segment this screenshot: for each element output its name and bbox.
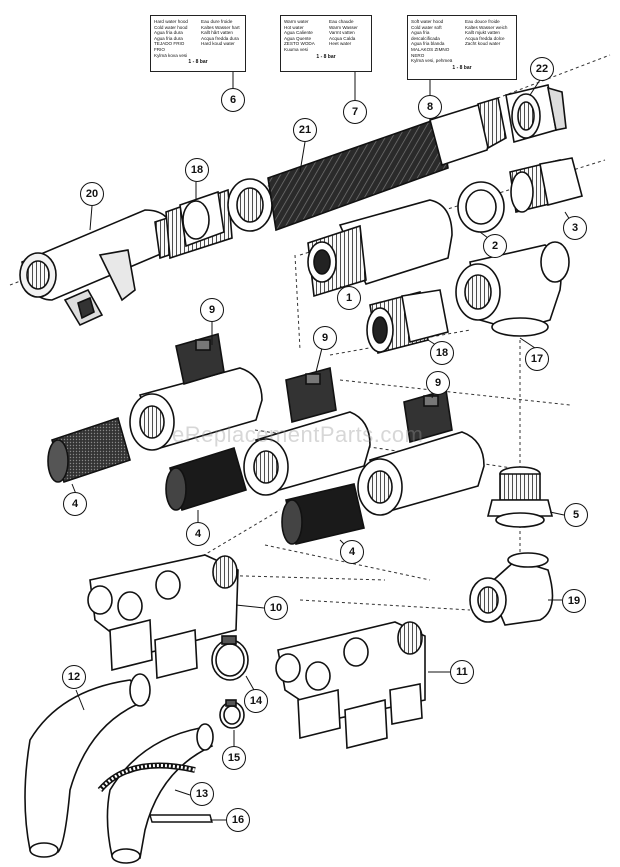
callout-13: 13 xyxy=(190,782,214,806)
callout-16: 16 xyxy=(226,808,250,832)
label-8-line-6: Kylmä vesi, pehmeä xyxy=(411,58,453,64)
label-6-line-10: Acqua fredda dura xyxy=(201,35,239,41)
triple-inlet-valve-11 xyxy=(275,621,426,750)
callout-6: 6 xyxy=(221,88,245,112)
callout-4-a: 4 xyxy=(63,492,87,516)
label-plate-6: Hard water hood Cold water hood Agua fri… xyxy=(150,15,246,72)
callout-10: 10 xyxy=(264,596,288,620)
tee-fitting-17 xyxy=(455,241,570,337)
label-6-line-9: Kallt hårt vatten xyxy=(201,30,233,36)
label-8-line-10: Acqua fredda dolce xyxy=(465,35,505,41)
label-plate-7: Warm water Hot water Agua Caliente Agua … xyxy=(280,15,372,72)
callout-20: 20 xyxy=(80,182,104,206)
label-8-line-9: Kallt mjukt vatten xyxy=(465,30,500,36)
threaded-adapter-5 xyxy=(486,466,554,528)
label-7-line-6: Kuuma vesi xyxy=(284,46,309,52)
label-8-line-11: Zacht koud water xyxy=(465,41,501,47)
callout-3: 3 xyxy=(563,216,587,240)
callout-12: 12 xyxy=(62,665,86,689)
label-8-line-1: Soft water hood xyxy=(411,19,444,24)
ball-valve-9-a xyxy=(129,332,263,451)
label-8-line-7: Eau douce froide xyxy=(465,19,500,24)
label-6-pressure: 1 - 8 bar xyxy=(188,59,208,66)
callout-4-b: 4 xyxy=(186,522,210,546)
hose-clamp-14 xyxy=(211,635,249,681)
label-8-line-5: MALAKOS ZIMNO NERO xyxy=(411,46,450,58)
callout-2: 2 xyxy=(483,234,507,258)
braided-hose-21 xyxy=(227,96,507,232)
hose-12 xyxy=(24,673,151,858)
hex-nipple-1 xyxy=(307,199,453,298)
label-plate-8: Soft water hood Cold water soft Agua fri… xyxy=(407,15,517,80)
hex-nipple-18-upper xyxy=(165,188,233,260)
label-7-line-8: Warm Wasser xyxy=(329,24,358,30)
hex-adapter-22 xyxy=(505,84,567,144)
hose-13 xyxy=(106,723,214,864)
watermark-text: eReplacementParts.com xyxy=(172,422,424,447)
y-strainer-20 xyxy=(19,209,185,327)
label-6-line-7: Eau dure froide xyxy=(201,19,233,24)
filter-screen-4-c xyxy=(281,483,365,545)
label-6-line-5: TEJADO FRIO FRIO xyxy=(154,41,185,52)
callout-5: 5 xyxy=(564,503,588,527)
callout-19: 19 xyxy=(562,589,586,613)
label-7-line-1: Warm water xyxy=(284,19,309,24)
hose-clamp-15 xyxy=(219,699,245,729)
callout-7: 7 xyxy=(343,100,367,124)
triple-inlet-valve-10 xyxy=(87,554,239,680)
callout-18-lower: 18 xyxy=(430,341,454,365)
callout-21: 21 xyxy=(293,118,317,142)
callout-14: 14 xyxy=(244,689,268,713)
callout-18-upper: 18 xyxy=(185,158,209,182)
label-8-line-3: Agua fria descalcificada xyxy=(411,30,440,41)
label-7-line-2: Hot water xyxy=(284,24,304,30)
sealing-washer-2 xyxy=(457,181,505,233)
callout-17: 17 xyxy=(525,347,549,371)
callout-9-c: 9 xyxy=(426,371,450,395)
label-6-line-6: Kylmä kova vesi xyxy=(154,52,188,58)
label-8-line-4: Agua fria blanda xyxy=(411,41,445,47)
callout-1: 1 xyxy=(337,286,361,310)
cable-tie-16 xyxy=(97,762,213,823)
label-8-line-8: Kaltes Wasser weich xyxy=(465,24,508,30)
callout-9-b: 9 xyxy=(313,326,337,350)
label-7-line-10: Acqua Calda xyxy=(329,35,356,41)
label-8-line-2: Cold water soft xyxy=(411,24,442,30)
label-leaders xyxy=(232,72,431,100)
filter-screen-4-b xyxy=(165,446,247,512)
ball-valve-9-c xyxy=(357,388,485,516)
label-6-line-1: Hard water hood xyxy=(154,19,188,24)
callout-leaders xyxy=(71,79,571,821)
label-6-line-8: Kaltes Wasser hart xyxy=(201,24,240,30)
callout-22: 22 xyxy=(530,57,554,81)
label-8-pressure: 1 - 8 bar xyxy=(452,64,472,71)
ball-valve-9-b xyxy=(243,366,371,496)
callout-9-a: 9 xyxy=(200,298,224,322)
label-7-line-11: Heet water xyxy=(329,41,352,47)
hex-nipple-3 xyxy=(509,157,583,213)
label-7-line-3: Agua Caliente xyxy=(284,30,313,36)
label-7-line-7: Eau chaude xyxy=(329,19,354,24)
label-7-line-9: Varmt vatten xyxy=(329,30,355,36)
label-6-line-11: Hard koud water xyxy=(201,41,235,47)
callout-8: 8 xyxy=(418,95,442,119)
label-6-line-2: Cold water hood xyxy=(154,24,188,30)
label-7-line-4: Agua Quente xyxy=(284,35,312,41)
callout-15: 15 xyxy=(222,746,246,770)
hex-nipple-18-lower xyxy=(366,289,449,354)
label-7-line-5: ZESTO WODA xyxy=(284,41,315,47)
elbow-fitting-19 xyxy=(469,552,554,626)
callout-11: 11 xyxy=(450,660,474,684)
filter-screen-4-a xyxy=(47,416,131,484)
callout-4-c: 4 xyxy=(340,540,364,564)
label-6-line-3: Agua fria dura xyxy=(154,30,183,36)
label-7-pressure: 1 - 8 bar xyxy=(316,53,336,60)
label-6-line-4: Agua fria dura xyxy=(154,35,183,41)
